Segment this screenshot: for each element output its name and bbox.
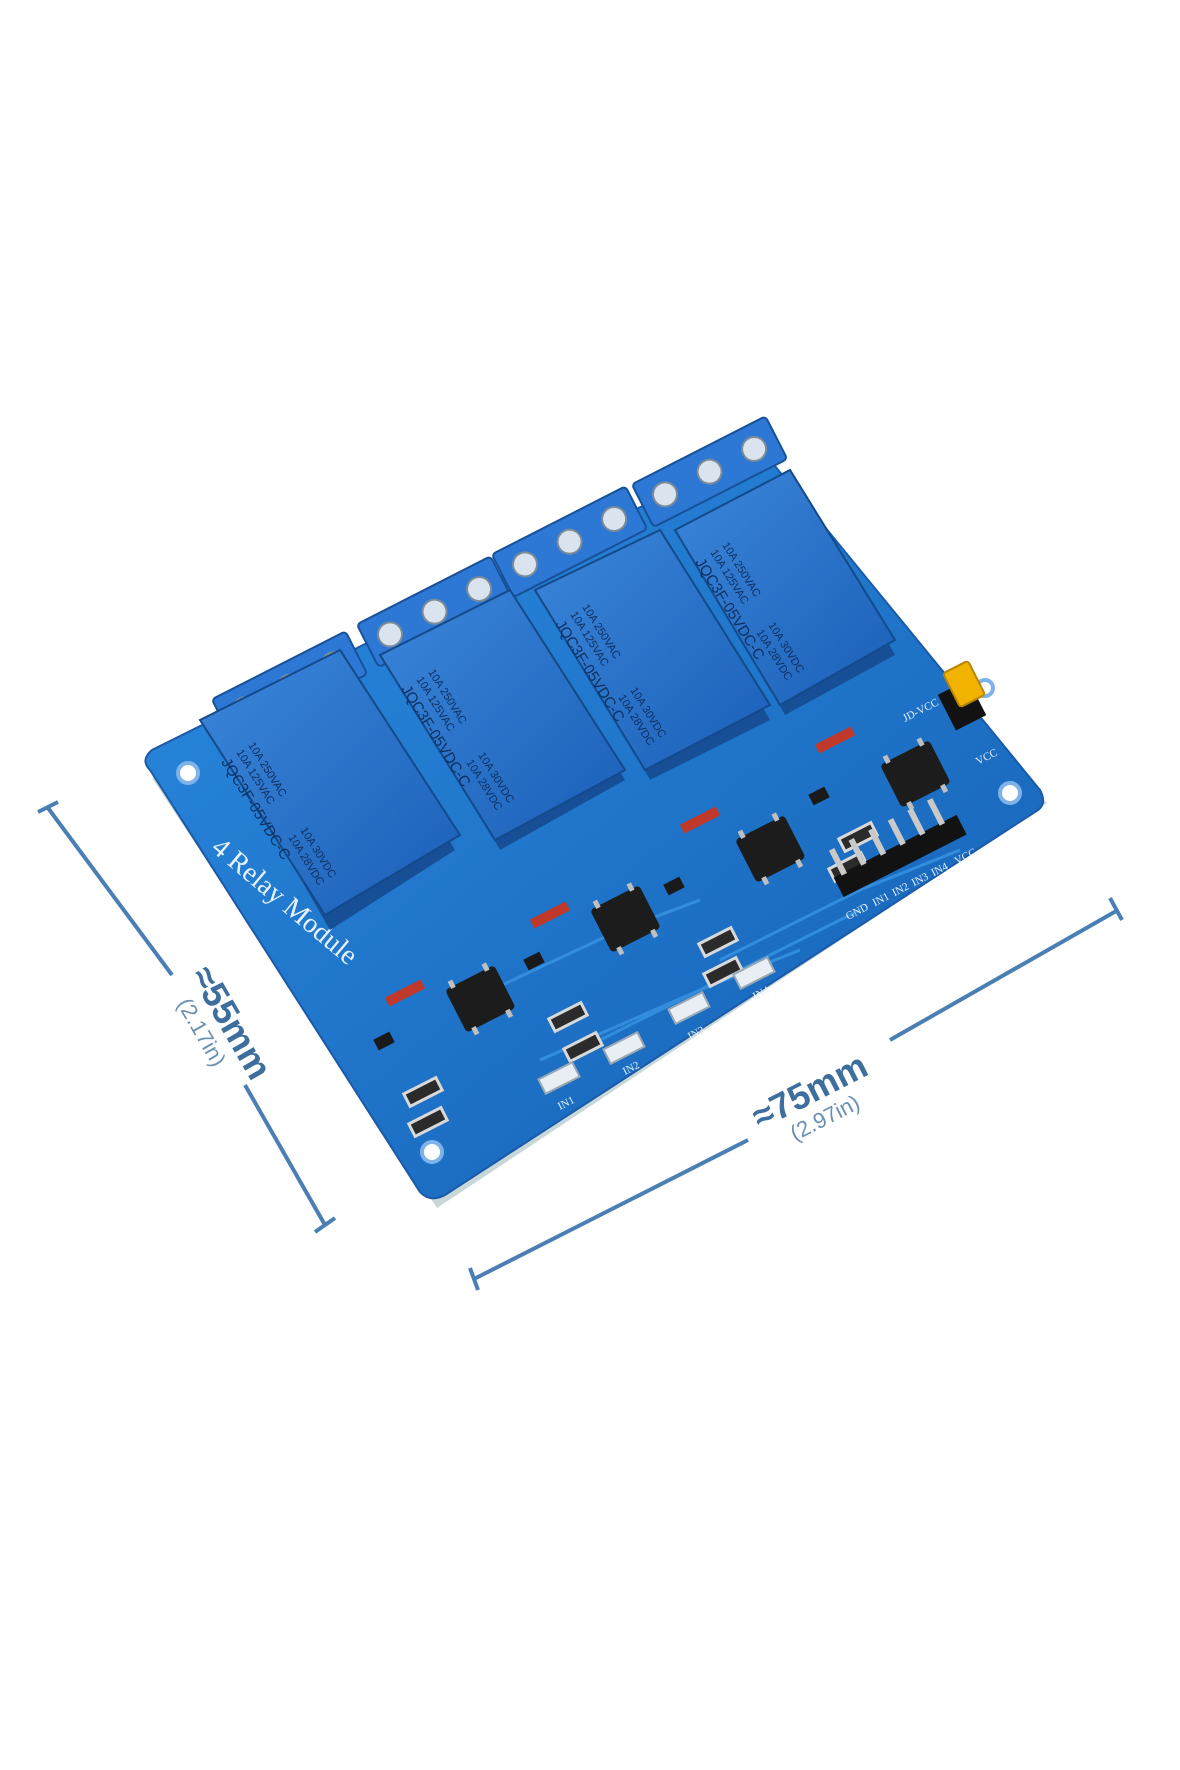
pin-header: GND IN1 IN2 IN3 IN4 VCC [828, 798, 978, 923]
optocouplers [446, 737, 950, 1036]
width-dimension: ≈75mm (2.97in) [468, 897, 1124, 1291]
relays: 10A 250VAC 10A 125VAC JQC3F-05VDC-C 10A … [198, 468, 897, 930]
smd-components [373, 726, 856, 1051]
relay-1: 10A 250VAC 10A 125VAC JQC3F-05VDC-C 10A … [198, 648, 462, 930]
input-leds [537, 955, 776, 1096]
relay-3: 10A 250VAC 10A 125VAC JQC3F-05VDC-C 10A … [533, 528, 772, 780]
resistors [401, 820, 880, 1139]
relay-module-board: 4 Relay Module [144, 416, 1047, 1208]
